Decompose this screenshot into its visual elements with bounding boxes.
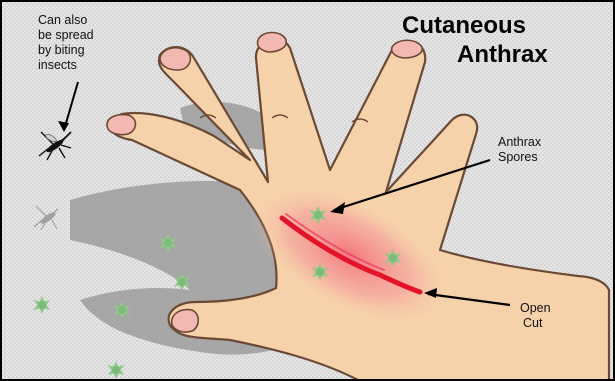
cut-label-line-1: Open (520, 301, 551, 315)
spores-label-line-2: Spores (498, 150, 538, 164)
insect-note-line-2: be spread (38, 28, 94, 42)
middle-nail (160, 48, 190, 70)
insect-note-line-1: Can also (38, 13, 87, 27)
insect-note-line-4: insects (38, 58, 77, 72)
title-line-2: Anthrax (457, 41, 548, 68)
insect-note-line-3: by biting (38, 43, 85, 57)
pinky-nail (392, 40, 423, 58)
index-nail (107, 115, 136, 135)
thumb-nail (172, 310, 199, 332)
spores-label-line-1: Anthrax (498, 135, 542, 149)
cut-label-line-2: Cut (523, 316, 543, 330)
title-line-1: Cutaneous (402, 12, 526, 39)
ring-nail (257, 33, 286, 53)
